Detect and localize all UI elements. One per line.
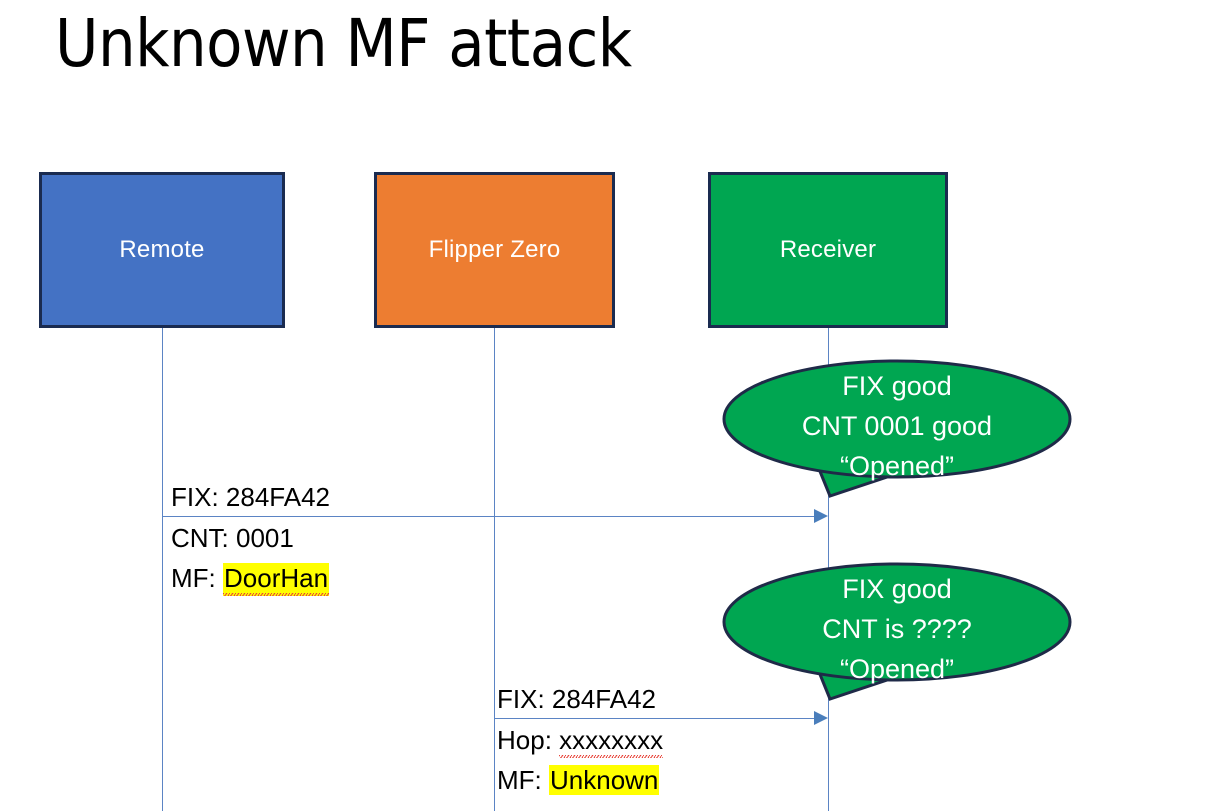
- speech-bubble-1-line-1: FIX good: [842, 371, 952, 401]
- speech-bubble-2-text: FIX good CNT is ???? “Opened”: [722, 569, 1072, 689]
- speech-bubble-1-text: FIX good CNT 0001 good “Opened”: [722, 366, 1072, 486]
- actor-box-flipper-zero[interactable]: Flipper Zero: [374, 172, 615, 328]
- speech-bubble-2-line-3: “Opened”: [839, 654, 955, 684]
- message-line-1-1: FIX: 284FA42: [171, 477, 330, 517]
- actor-label-receiver: Receiver: [779, 236, 877, 263]
- message-label-2: FIX: 284FA42: [497, 679, 656, 719]
- message-line-2-1-value: 284FA42: [551, 684, 656, 714]
- speech-bubble-2-line-1: FIX good: [842, 574, 952, 604]
- speech-bubble-2: FIX good CNT is ???? “Opened”: [722, 561, 1072, 721]
- actor-box-remote[interactable]: Remote: [39, 172, 285, 328]
- message-line-2-2-value: xxxxxxxx: [559, 725, 664, 758]
- message-line-2-2: Hop: xxxxxxxx: [497, 720, 664, 760]
- message-label-1-body: CNT: 0001 MF: DoorHan: [171, 518, 330, 598]
- actor-label-remote: Remote: [119, 236, 205, 263]
- message-line-1-3-value: DoorHan: [223, 563, 330, 596]
- page-title: Unknown MF attack: [55, 5, 632, 82]
- lifeline-remote: [162, 328, 163, 811]
- message-line-1-3: MF: DoorHan: [171, 558, 330, 598]
- message-line-2-3: MF: Unknown: [497, 760, 663, 800]
- speech-bubble-2-line-2: CNT is ????: [822, 614, 972, 644]
- message-arrow-head-1: [814, 509, 828, 523]
- speech-bubble-1-line-3: “Opened”: [839, 451, 955, 481]
- actor-box-receiver[interactable]: Receiver: [708, 172, 948, 328]
- message-line-1-2: CNT: 0001: [171, 518, 329, 558]
- speech-bubble-2-ellipse: [722, 562, 1072, 682]
- message-arrow-line-1: [163, 516, 815, 517]
- message-line-1-2-label: CNT:: [171, 523, 236, 553]
- message-arrow-head-2: [814, 711, 828, 725]
- message-line-2-3-label: MF:: [497, 765, 549, 795]
- actor-label-flipper-zero: Flipper Zero: [428, 236, 561, 263]
- speech-bubble-1-shape: [722, 359, 1072, 498]
- speech-bubble-1-ellipse: [722, 359, 1072, 479]
- message-line-2-1-label: FIX:: [497, 684, 552, 714]
- speech-bubble-1-line-2: CNT 0001 good: [801, 411, 993, 441]
- message-arrow-line-2: [495, 718, 815, 719]
- message-line-1-1-value: 284FA42: [225, 482, 330, 512]
- message-label-2-body: Hop: xxxxxxxx MF: Unknown: [497, 720, 664, 800]
- speech-bubble-2-shape: [722, 562, 1072, 701]
- message-label-1: FIX: 284FA42: [171, 477, 330, 517]
- message-line-2-1: FIX: 284FA42: [497, 679, 656, 719]
- message-line-2-3-value: Unknown: [549, 765, 660, 795]
- speech-bubble-1: FIX good CNT 0001 good “Opened”: [722, 358, 1072, 518]
- message-line-2-2-label: Hop:: [497, 725, 560, 755]
- message-line-1-3-label: MF:: [171, 563, 223, 593]
- lifeline-flipper: [494, 328, 495, 811]
- message-line-1-2-value: 0001: [236, 523, 294, 553]
- message-line-1-1-label: FIX:: [171, 482, 226, 512]
